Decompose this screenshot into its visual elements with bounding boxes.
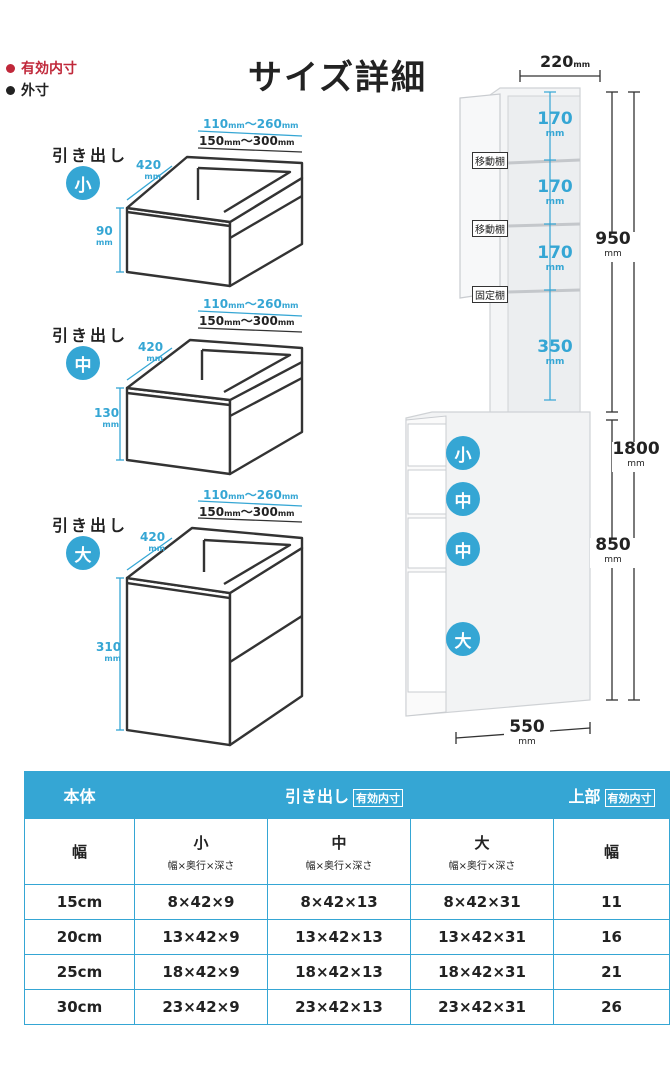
drawer-large-inner-width: 110mm〜260mm — [203, 488, 299, 502]
black-dot-icon — [6, 85, 15, 95]
cell-medium: 23×42×13 — [267, 989, 411, 1025]
drawer-drawings — [116, 130, 304, 747]
cell-body: 15cm — [24, 884, 135, 920]
drawer-small-badge: 小 — [66, 166, 100, 200]
drawer-large-outer-width: 150mm〜300mm — [199, 505, 295, 519]
table-row: 20cm 13×42×9 13×42×13 13×42×31 16 — [24, 919, 671, 955]
legend-outer: 外寸 — [6, 80, 77, 100]
cell-body: 25cm — [24, 954, 135, 990]
table-subheader-row: 幅 小幅×奥行×深さ 中幅×奥行×深さ 大幅×奥行×深さ 幅 — [24, 818, 671, 885]
cell-small: 13×42×9 — [134, 919, 268, 955]
drawer-large-drawing — [125, 526, 304, 747]
cell-body: 20cm — [24, 919, 135, 955]
drawer-large-badge: 大 — [66, 536, 100, 570]
legend-inner: 有効内寸 — [6, 58, 77, 78]
shelf-fixed: 固定棚 — [472, 286, 508, 303]
cell-large: 23×42×31 — [409, 989, 555, 1025]
cell-large: 13×42×31 — [409, 919, 555, 955]
legend: 有効内寸 外寸 — [6, 58, 77, 100]
subheader-large: 大幅×奥行×深さ — [409, 818, 555, 885]
header-top: 上部有効内寸 — [553, 771, 671, 819]
drawer-medium-inner-width: 110mm〜260mm — [203, 297, 299, 311]
header-drawer: 引き出し有効内寸 — [133, 771, 555, 819]
table-row: 15cm 8×42×9 8×42×13 8×42×31 11 — [24, 884, 671, 920]
drawer-medium-badge: 中 — [66, 346, 100, 380]
drawer-small-drawing — [125, 155, 304, 288]
subheader-top-width: 幅 — [553, 818, 671, 885]
cabinet-drawer-large-badge: 大 — [446, 622, 480, 656]
subheader-small: 小幅×奥行×深さ — [134, 818, 268, 885]
cell-small: 18×42×9 — [134, 954, 268, 990]
header-body: 本体 — [24, 771, 135, 819]
cell-medium: 18×42×13 — [267, 954, 411, 990]
table-header-row: 本体 引き出し有効内寸 上部有効内寸 — [24, 771, 671, 819]
cell-top: 11 — [553, 884, 671, 920]
table-row: 25cm 18×42×9 18×42×13 18×42×31 21 — [24, 954, 671, 990]
red-dot-icon — [6, 63, 15, 73]
page-title: サイズ詳細 — [248, 58, 427, 98]
cabinet-drawer-medium-badge-1: 中 — [446, 482, 480, 516]
drawer-medium-outer-width: 150mm〜300mm — [199, 314, 295, 328]
drawer-small-label: 引き出し — [52, 146, 129, 165]
subheader-medium: 中幅×奥行×深さ — [267, 818, 411, 885]
drawer-small-inner-width: 110mm〜260mm — [203, 117, 299, 131]
spec-table: 本体 引き出し有効内寸 上部有効内寸 幅 小幅×奥行×深さ 中幅×奥行×深さ 大… — [24, 771, 671, 1025]
cabinet-top-width: 220mm — [540, 52, 591, 71]
cabinet-drawer-medium-badge-2: 中 — [446, 532, 480, 566]
cell-body: 30cm — [24, 989, 135, 1025]
cell-medium: 13×42×13 — [267, 919, 411, 955]
drawer-large-label: 引き出し — [52, 516, 129, 535]
cell-small: 8×42×9 — [134, 884, 268, 920]
shelf-movable-2: 移動棚 — [472, 220, 508, 237]
table-row: 30cm 23×42×9 23×42×13 23×42×31 26 — [24, 989, 671, 1025]
cell-top: 26 — [553, 989, 671, 1025]
cell-small: 23×42×9 — [134, 989, 268, 1025]
cell-top: 21 — [553, 954, 671, 990]
drawer-small-outer-width: 150mm〜300mm — [199, 134, 295, 148]
subheader-width: 幅 — [24, 818, 135, 885]
cabinet-drawer-small-badge: 小 — [446, 436, 480, 470]
drawer-medium-label: 引き出し — [52, 326, 129, 345]
cell-large: 18×42×31 — [409, 954, 555, 990]
cell-medium: 8×42×13 — [267, 884, 411, 920]
drawer-medium-drawing — [125, 338, 304, 476]
shelf-movable-1: 移動棚 — [472, 152, 508, 169]
cell-top: 16 — [553, 919, 671, 955]
cell-large: 8×42×31 — [409, 884, 555, 920]
